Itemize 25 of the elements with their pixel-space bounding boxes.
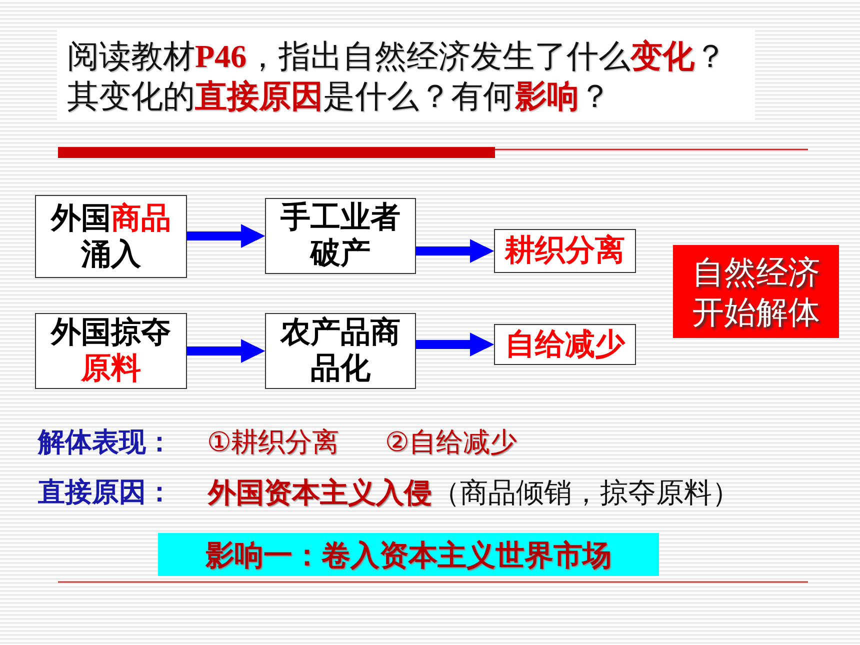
- process-box: [35, 195, 187, 278]
- box-text: 外国商品涌入: [49, 200, 172, 272]
- result-box: [494, 229, 636, 273]
- arrow: [416, 332, 494, 356]
- list-item: ①耕织分离: [207, 426, 340, 460]
- result-box: [494, 324, 636, 365]
- box-text: 影响一：卷入资本主义世界市场: [206, 536, 612, 572]
- box-text: 外国掠夺原料: [49, 315, 172, 387]
- title-heading: 阅读教材P46，指出自然经济发生了什么变化？其变化的直接原因是什么？有何影响？: [57, 28, 755, 120]
- process-box: [265, 198, 416, 274]
- arrow: [187, 224, 265, 248]
- box-text: 自然经济开始解体: [691, 252, 821, 332]
- box-text: 自给减少: [504, 326, 626, 362]
- arrow: [187, 339, 265, 363]
- box-text: 耕织分离: [504, 233, 626, 269]
- highlight-banner: [158, 533, 659, 576]
- process-box: [35, 313, 187, 389]
- box-text: 农产品商品化: [279, 315, 402, 387]
- section-label: 直接原因：: [38, 476, 173, 510]
- box-text: 手工业者破产: [280, 200, 402, 272]
- cause-text: 外国资本主义入侵（商品倾销，掠夺原料）: [208, 476, 740, 510]
- section-label: 解体表现：: [38, 426, 173, 460]
- conclusion-box: [673, 245, 839, 338]
- list-item: ②自给减少: [385, 426, 518, 460]
- process-box: [265, 313, 416, 389]
